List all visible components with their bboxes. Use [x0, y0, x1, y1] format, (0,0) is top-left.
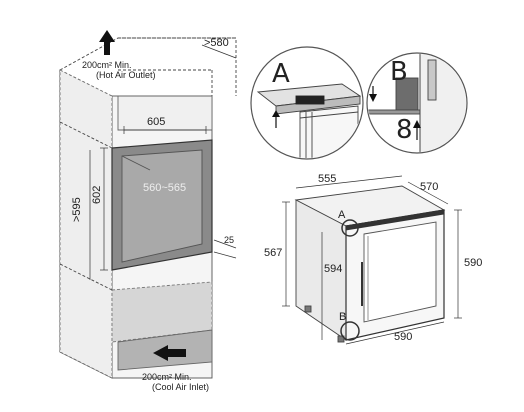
appliance-dimension-lines	[282, 175, 462, 345]
outlet-area-text: 200cm² Min.	[82, 60, 132, 70]
marker-b-circle	[340, 321, 360, 341]
cabinet-width-text: 605	[147, 116, 165, 128]
cabinet-dimension-lines	[89, 44, 237, 280]
inlet-label-text: (Cool Air Inlet)	[152, 382, 209, 392]
appliance-top-width-text: 570	[420, 181, 438, 193]
cabinet-height-text: >595	[71, 197, 83, 222]
detail-b-gap: 8	[396, 115, 413, 145]
cabinet-drawing	[59, 37, 237, 379]
door-height-text: 594	[324, 263, 342, 275]
gap-text: 25	[224, 235, 234, 245]
marker-b-text: B	[339, 311, 346, 323]
niche-width-text: 560~565	[143, 182, 186, 194]
inlet-area-text: 200cm² Min.	[142, 372, 192, 382]
appliance-height-left-text: 567	[264, 247, 282, 259]
opening-height-text: 602	[91, 186, 103, 204]
appliance-height-right-text: 590	[464, 257, 482, 269]
detail-b-letter: B	[390, 57, 408, 87]
outlet-label-text: (Hot Air Outlet)	[96, 70, 156, 80]
marker-a-text: A	[338, 209, 346, 221]
detail-a: A	[250, 46, 364, 160]
appliance-drawing	[294, 185, 446, 343]
appliance-depth-text: 555	[318, 173, 336, 185]
marker-a-circle	[341, 219, 359, 237]
detail-a-letter: A	[272, 59, 290, 89]
appliance-width-bottom-text: 590	[394, 331, 412, 343]
hot-air-arrow-icon	[99, 30, 115, 55]
detail-b: B 8	[366, 52, 468, 154]
cabinet-depth-text: >580	[204, 37, 229, 49]
cool-air-arrow-icon	[153, 345, 186, 361]
